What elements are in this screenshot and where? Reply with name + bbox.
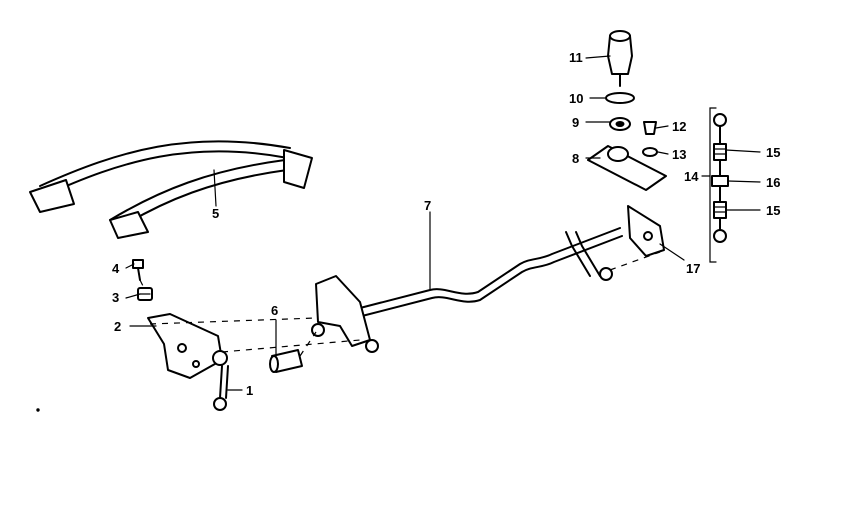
part-3-nut [137,287,153,301]
callout-15-lower: 15 [766,203,780,218]
callout-4: 4 [112,261,120,276]
callout-17: 17 [686,261,700,276]
part-5-boot-strap [29,140,313,239]
part-17-bracket [627,205,665,257]
callout-3: 3 [112,290,119,305]
part-10-washer [605,92,635,104]
stray-dot [36,408,40,412]
callout-2: 2 [114,319,121,334]
part-6-bushing [269,349,303,373]
callout-9: 9 [572,115,579,130]
part-12-pin [643,121,657,135]
callout-labels: 1 2 3 4 5 6 7 8 9 10 11 12 13 14 15 16 1… [112,50,780,398]
callout-16: 16 [766,175,780,190]
part-13-clip [642,147,658,157]
part-1-link-rod [212,350,229,411]
callout-10: 10 [569,91,583,106]
callout-12: 12 [672,119,686,134]
callout-15-upper: 15 [766,145,780,160]
callout-14: 14 [684,169,699,184]
part-8-mount-plate [587,145,667,191]
callout-1: 1 [246,383,253,398]
callout-6: 6 [271,303,278,318]
part-15-upper-spring [713,143,727,161]
callout-11: 11 [569,50,583,65]
part-15-lower-spring [713,201,727,219]
part-16-adjuster-nut [711,175,729,187]
callout-8: 8 [572,151,579,166]
part-4-screw [132,259,144,281]
callout-7: 7 [424,198,431,213]
part-7-shift-rod [311,227,623,353]
part-9-bushing [609,117,631,131]
part-2-bracket [147,313,223,379]
leader-lines [125,55,761,391]
callout-5: 5 [212,206,219,221]
part-11-pivot-housing [607,30,633,87]
assembly-guide-lines [139,251,661,357]
callout-13: 13 [672,147,686,162]
